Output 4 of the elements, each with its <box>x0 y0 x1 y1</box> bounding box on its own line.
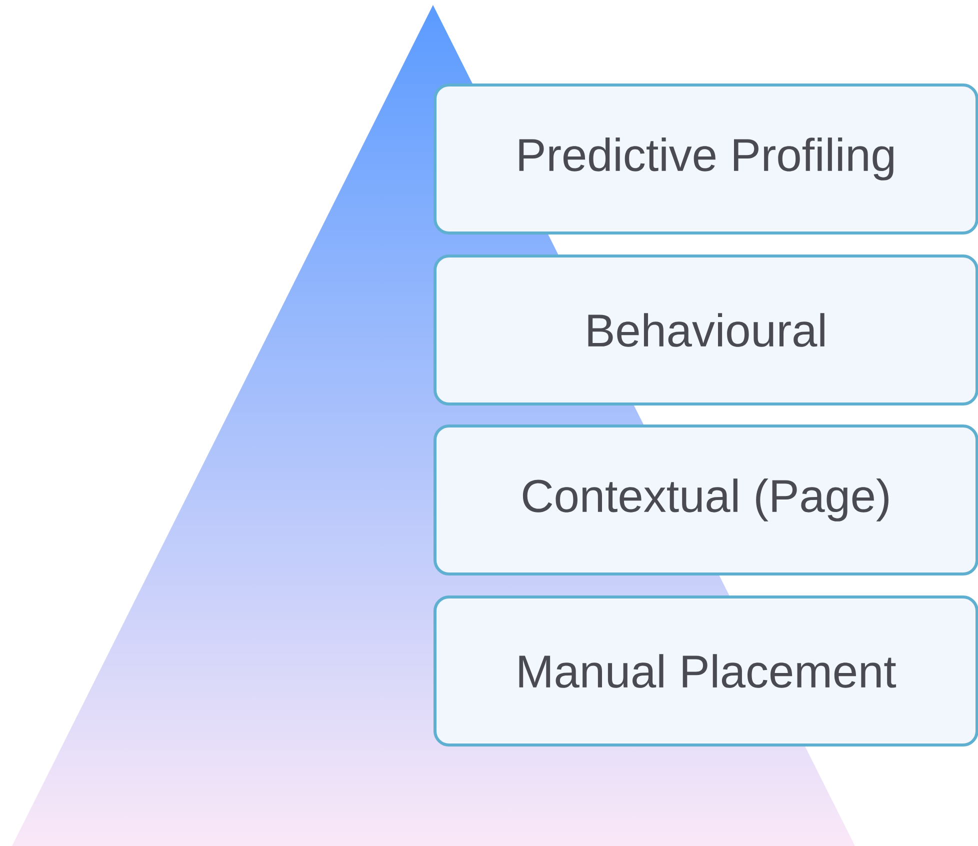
layer-box: Behavioural <box>434 254 978 406</box>
layer-box: Contextual (Page) <box>434 424 978 576</box>
layer-box: Manual Placement <box>434 595 978 746</box>
layer-box: Predictive Profiling <box>434 84 978 234</box>
